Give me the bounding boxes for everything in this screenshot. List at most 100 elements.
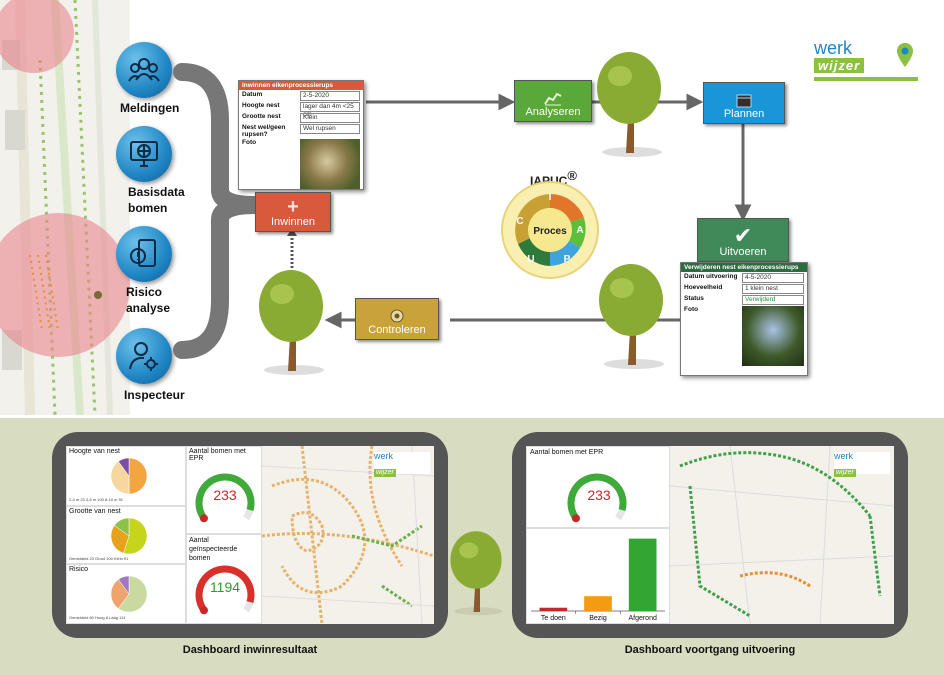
basisdata-label: Basisdata bomen [128, 184, 198, 216]
gauge-marker [199, 606, 208, 615]
risico-label: Risico analyse [126, 284, 186, 316]
gauge-value: 233 [213, 487, 237, 503]
tree-icon [259, 270, 324, 375]
logo-line1: werk [814, 38, 853, 58]
basisdata-icon[interactable] [116, 126, 172, 182]
form-key: Nest wel/geen rupsen? [242, 124, 286, 138]
gauge-marker [571, 514, 580, 523]
meldingen-icon[interactable] [116, 42, 172, 98]
user-gear-icon [129, 342, 158, 371]
gauge-title: Aantal bomen met EPR [189, 448, 246, 462]
dashboard-voortgang-caption: Dashboard voortgang uitvoering [624, 644, 796, 656]
uitvoeren-button[interactable]: ✔ Uitvoeren [697, 218, 789, 262]
dashboard-logo-line2: wijzer [374, 469, 396, 477]
inwinnen-form-title: Inwinnen eikenprocessierups [239, 81, 363, 90]
uitvoeren-label: Uitvoeren [719, 246, 767, 258]
pie-chart [110, 575, 148, 613]
iapuc-letter-p: P [564, 254, 571, 265]
analyseren-label: Analyseren [525, 106, 581, 118]
plannen-button[interactable]: Plannen [703, 82, 785, 124]
form-key: Foto [684, 306, 699, 313]
form-value[interactable]: 2-5-2020 [300, 91, 360, 101]
pie-slice [114, 517, 130, 537]
registered-mark: ® [567, 168, 577, 183]
risico-icon[interactable] [116, 226, 172, 282]
pie-title: Grootte van nest [69, 508, 121, 515]
form-value[interactable]: 1 klein nest [742, 284, 804, 294]
logo-underline [814, 77, 918, 81]
form-row: Datum 2-5-2020 [242, 91, 360, 101]
iapuc-letter-u: U [527, 254, 534, 265]
form-row: Foto [684, 306, 804, 366]
pie-chart [110, 457, 148, 495]
tree-photo [742, 306, 804, 366]
form-key: Hoogte nest [242, 102, 280, 109]
form-key: Datum uitvoering [684, 273, 738, 280]
uitvoeren-form: Verwijderen nest eikenprocessierups Datu… [680, 262, 808, 376]
dashboard-logo-line1: werk [374, 451, 394, 461]
inwinnen-label: Inwinnen [270, 216, 316, 228]
pie-title: Hoogte van nest [69, 448, 120, 455]
bar [584, 596, 612, 611]
gauge-panel: Aantal bomen met EPR 233 [186, 446, 262, 534]
uitvoeren-form-title: Verwijderen nest eikenprocessierups [681, 263, 807, 272]
iapuc-center: Proces [533, 226, 567, 237]
bar-label: Bezig [589, 615, 607, 622]
pie-panel: Grootte van nest Gemiddeld 23 Groot 100 … [66, 506, 186, 564]
basisdata-label-text: Basisdata bomen [128, 185, 185, 215]
iapuc-letter-a: A [576, 225, 583, 236]
form-value[interactable]: Klein [300, 113, 360, 123]
map-strip [0, 0, 130, 415]
tree-icon [599, 264, 664, 369]
calendar-icon [736, 94, 752, 108]
globe-monitor-icon [130, 141, 158, 167]
controleren-button[interactable]: Controleren [355, 298, 439, 340]
form-row: Foto [242, 139, 360, 189]
bar [539, 607, 568, 611]
gauge-panel: Aantal bomen met EPR 233 [526, 446, 670, 528]
dashboard-inwin-caption: Dashboard inwinresultaat [182, 644, 318, 656]
dashboard-map [670, 446, 894, 624]
dashboard-logo: werk wijzer [374, 451, 430, 477]
tablet-alert-icon [130, 239, 156, 267]
form-value[interactable]: Verwijderd [742, 295, 804, 305]
form-row: Datum uitvoering 4-5-2020 [684, 273, 804, 283]
pie-slice [110, 461, 130, 495]
inwinnen-button[interactable]: + Inwinnen [255, 192, 331, 232]
status-bar-chart: Te doen Bezig Afgerond [531, 538, 665, 622]
dashboard-voortgang-screen: Aantal bomen met EPR 233 Te doen Bezig Afg… [526, 446, 894, 624]
form-key: Foto [242, 139, 257, 146]
form-value[interactable]: Wel rupsen [300, 124, 360, 134]
inspecteur-icon[interactable] [116, 328, 172, 384]
risico-label-text: Risico analyse [126, 285, 171, 315]
tree-icon [450, 531, 503, 616]
form-key: Datum [242, 91, 263, 98]
checkmark-icon: ✔ [733, 223, 753, 248]
plus-icon: + [287, 196, 299, 218]
gauge-chart [195, 565, 255, 615]
pie-panel: Risico Gemiddeld 60 Hoog 8 Laag 114 [66, 564, 186, 624]
pie-legend: Gemiddeld 23 Groot 100 Klein 91 [69, 556, 129, 561]
gauge-value: 233 [587, 487, 611, 503]
inspecteur-label: Inspecteur [124, 388, 185, 402]
bar-label: Afgerond [628, 615, 657, 622]
bar-chart-panel: Te doen Bezig Afgerond [526, 528, 670, 624]
pie-panel: Hoogte van nest 2-4 m 23 4-6 m 100 8-10 … [66, 446, 186, 506]
plannen-label: Plannen [723, 108, 765, 120]
bar-label: Te doen [541, 615, 566, 622]
people-group-icon [128, 58, 160, 82]
line-chart-icon [544, 92, 562, 106]
form-key: Grootte nest [242, 113, 281, 120]
pie-slice [110, 579, 130, 609]
logo-line2: wijzer [814, 58, 865, 73]
form-row: Hoogte nest lager dan 4m <25 cm [242, 102, 360, 118]
pie-slice [118, 575, 148, 613]
map-background [0, 0, 130, 415]
form-value[interactable]: lager dan 4m <25 cm [300, 102, 360, 118]
form-value[interactable]: 4-5-2020 [742, 273, 804, 283]
controleren-label: Controleren [368, 324, 426, 336]
gauge-fill [195, 565, 255, 613]
analyseren-button[interactable]: Analyseren [514, 80, 592, 122]
